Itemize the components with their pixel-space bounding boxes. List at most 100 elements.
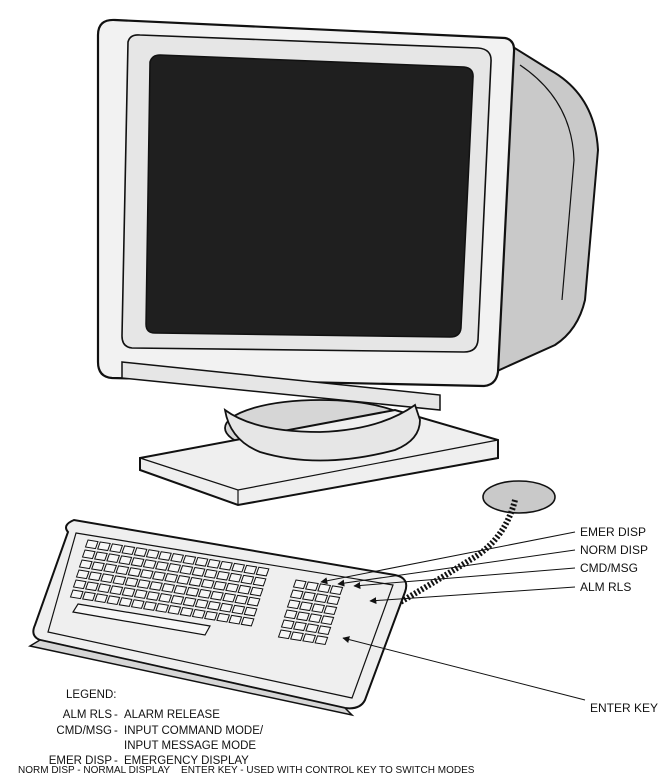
- keyboard-key: [294, 622, 307, 631]
- keyboard-key: [122, 588, 135, 597]
- legend: LEGEND: ALM RLS - ALARM RELEASE CMD/MSG …: [49, 689, 264, 767]
- keyboard-key: [223, 593, 236, 602]
- keyboard-key: [180, 566, 193, 575]
- keyboard-key: [150, 582, 163, 591]
- keyboard-key: [318, 584, 331, 593]
- keyboard-key: [83, 550, 96, 559]
- keyboard-key: [77, 570, 90, 579]
- keyboard-key: [116, 566, 129, 575]
- keyboard-key: [208, 560, 221, 569]
- keyboard-key: [244, 565, 257, 574]
- keyboard-key: [279, 630, 292, 639]
- keyboard-key: [125, 578, 138, 587]
- keyboard-key: [168, 564, 181, 573]
- keyboard-key: [147, 550, 160, 559]
- keyboard-key: [156, 562, 169, 571]
- keyboard-key: [291, 632, 304, 641]
- keyboard-key: [193, 610, 206, 619]
- keyboard-key: [205, 611, 218, 620]
- keyboard-key: [226, 583, 239, 592]
- keyboard-key: [110, 544, 123, 553]
- keyboard-key: [244, 607, 256, 616]
- keyboard-key: [98, 584, 111, 593]
- keyboard-cable: [395, 481, 555, 605]
- legend-desc-enter-key: USED WITH CONTROL KEY TO SWITCH MODES: [246, 765, 474, 776]
- legend-desc-alm-rls: ALARM RELEASE: [124, 709, 220, 721]
- keyboard-key: [232, 605, 245, 614]
- keyboard-key: [220, 603, 233, 612]
- keyboard-key: [241, 617, 254, 626]
- keyboard-key: [229, 615, 242, 624]
- keyboard-key: [162, 584, 175, 593]
- keyboard-key: [138, 580, 151, 589]
- keyboard-key: [253, 577, 265, 586]
- keyboard-key: [291, 590, 304, 599]
- callout-line-enter-key: [343, 638, 585, 700]
- keyboard-key: [171, 554, 184, 563]
- keyboard-key: [318, 626, 331, 635]
- keyboard-key: [159, 594, 172, 603]
- keyboard-key: [159, 552, 172, 561]
- keyboard-key: [132, 600, 145, 609]
- keyboard-key: [141, 570, 154, 579]
- keyboard-key: [74, 580, 87, 589]
- keyboard: [30, 520, 406, 715]
- keyboard-key: [174, 586, 187, 595]
- keyboard-key: [104, 564, 117, 573]
- legend-abbr-alm-rls: ALM RLS: [63, 709, 113, 721]
- keyboard-key: [303, 634, 316, 643]
- keyboard-key: [211, 591, 224, 600]
- keyboard-key: [241, 575, 254, 584]
- callout-label-cmd-msg: CMD/MSG: [580, 561, 638, 575]
- keyboard-key: [95, 552, 108, 561]
- keyboard-key: [92, 562, 105, 571]
- keyboard-key: [330, 586, 343, 595]
- keyboard-key: [229, 573, 242, 582]
- keyboard-key: [180, 608, 193, 617]
- legend-abbr-enter-key: ENTER KEY: [181, 765, 238, 776]
- keyboard-key: [71, 590, 84, 599]
- keyboard-key: [309, 614, 322, 623]
- legend-sep: -: [114, 709, 118, 721]
- keyboard-key: [144, 602, 157, 611]
- keyboard-key: [306, 624, 319, 633]
- keyboard-key: [205, 570, 218, 579]
- keyboard-key: [238, 585, 251, 594]
- keyboard-key: [107, 596, 120, 605]
- keyboard-key: [156, 604, 169, 613]
- keyboard-key: [86, 582, 99, 591]
- keyboard-key: [214, 581, 227, 590]
- keyboard-key: [202, 580, 215, 589]
- callout-label-norm-disp: NORM DISP: [580, 543, 648, 557]
- legend-abbr-norm-disp: NORM DISP: [18, 765, 75, 776]
- keyboard-key: [235, 595, 248, 604]
- keyboard-key: [217, 613, 230, 622]
- legend-lower: NORM DISP - NORMAL DISPLAY ENTER KEY - U…: [0, 765, 671, 777]
- keyboard-key: [119, 556, 132, 565]
- monitor-screen: [146, 55, 473, 337]
- keyboard-key: [189, 578, 202, 587]
- keyboard-key: [110, 586, 123, 595]
- legend-desc-cmd-msg: INPUT COMMAND MODE/: [124, 725, 264, 737]
- keyboard-key: [199, 590, 212, 599]
- keyboard-key: [80, 560, 93, 569]
- keyboard-key: [144, 560, 157, 569]
- keyboard-key: [285, 610, 298, 619]
- legend-desc-norm-disp: NORMAL DISPLAY: [83, 765, 170, 776]
- keyboard-key: [220, 561, 233, 570]
- keyboard-key: [183, 598, 196, 607]
- keyboard-key: [300, 602, 313, 611]
- keyboard-key: [288, 600, 301, 609]
- keyboard-key: [186, 588, 199, 597]
- keyboard-key: [107, 554, 120, 563]
- keyboard-key: [195, 558, 208, 567]
- monitor-stand: [140, 400, 498, 505]
- keyboard-key: [208, 601, 221, 610]
- keyboard-key: [147, 592, 160, 601]
- legend-sep: -: [114, 725, 118, 737]
- keyboard-key: [131, 558, 144, 567]
- callout-label-enter-key: ENTER KEY: [590, 701, 658, 715]
- keyboard-key: [119, 598, 132, 607]
- keyboard-key: [95, 594, 108, 603]
